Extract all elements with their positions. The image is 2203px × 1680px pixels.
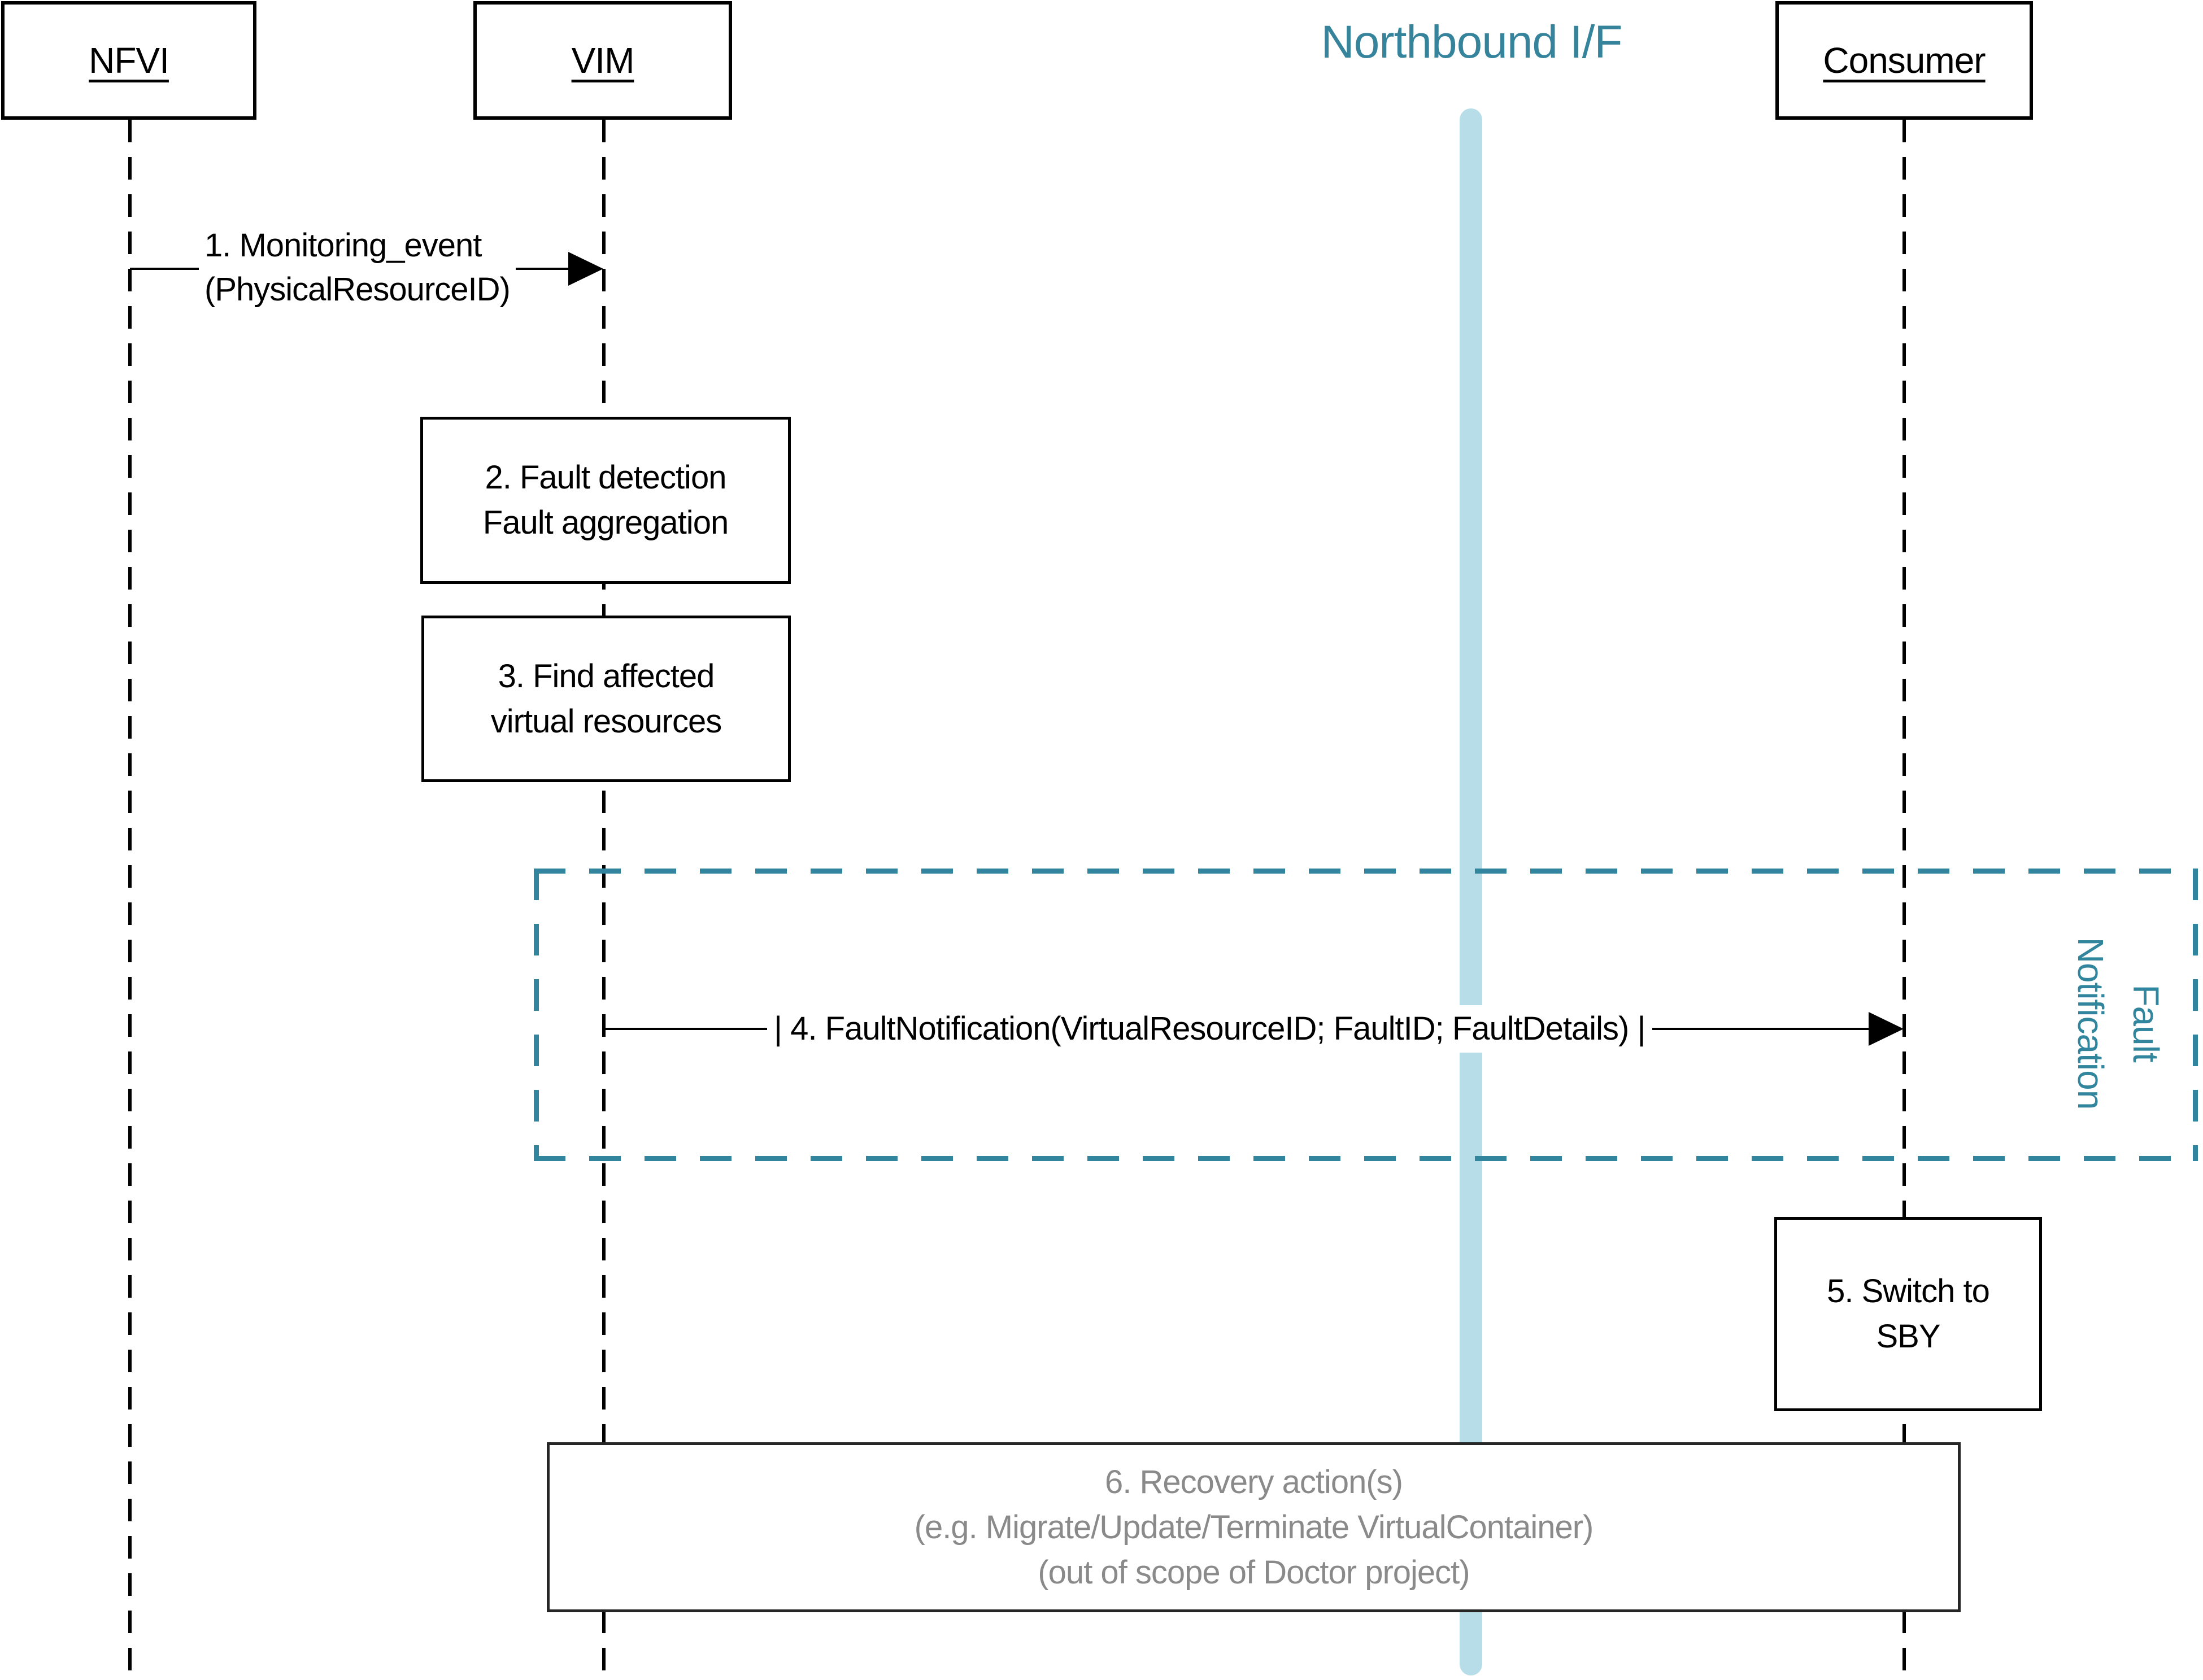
step-2-line2: Fault aggregation <box>482 504 729 541</box>
northbound-interface-title: Northbound I/F <box>1321 16 1623 68</box>
frame-label-line2: Notification <box>2070 937 2111 1110</box>
step-6-line2: (e.g. Migrate/Update/Terminate VirtualCo… <box>914 1508 1594 1546</box>
actor-label-consumer: Consumer <box>1823 40 1986 81</box>
step-5-switch-to-sby-box: 5. Switch to SBY <box>1774 1217 2042 1411</box>
step-3-line2: virtual resources <box>490 702 722 740</box>
message-1-arrowhead-icon <box>568 252 603 286</box>
actor-box-nfvi: NFVI <box>1 1 256 120</box>
message-1-line2: (PhysicalResourceID) <box>204 271 511 308</box>
message-4-label: | 4. FaultNotification(VirtualResourceID… <box>767 1005 1652 1053</box>
message-1-label: 1. Monitoring_event (PhysicalResourceID) <box>199 224 516 312</box>
step-6-line3: (out of scope of Doctor project) <box>1038 1554 1470 1591</box>
step-6-line1: 6. Recovery action(s) <box>1105 1463 1403 1500</box>
message-1-line1: 1. Monitoring_event <box>204 227 482 264</box>
actor-label-nfvi: NFVI <box>89 40 169 81</box>
step-2-fault-detection-box: 2. Fault detection Fault aggregation <box>420 417 791 584</box>
lifeline-nfvi <box>128 120 132 1680</box>
step-2-line1: 2. Fault detection <box>485 459 727 496</box>
fault-notification-frame-label: Fault Notification <box>2062 854 2175 1193</box>
message-4-arrowhead-icon <box>1869 1012 1904 1046</box>
actor-box-vim: VIM <box>473 1 732 120</box>
step-3-line1: 3. Find affected <box>498 657 715 695</box>
step-3-find-affected-box: 3. Find affected virtual resources <box>421 616 791 782</box>
frame-label-line1: Fault <box>2126 984 2166 1062</box>
step-5-line2: SBY <box>1876 1318 1940 1355</box>
actor-label-vim: VIM <box>571 40 635 81</box>
actor-box-consumer: Consumer <box>1775 1 2033 120</box>
step-5-line1: 5. Switch to <box>1827 1273 1990 1310</box>
step-6-recovery-action-box: 6. Recovery action(s) (e.g. Migrate/Upda… <box>547 1442 1961 1612</box>
